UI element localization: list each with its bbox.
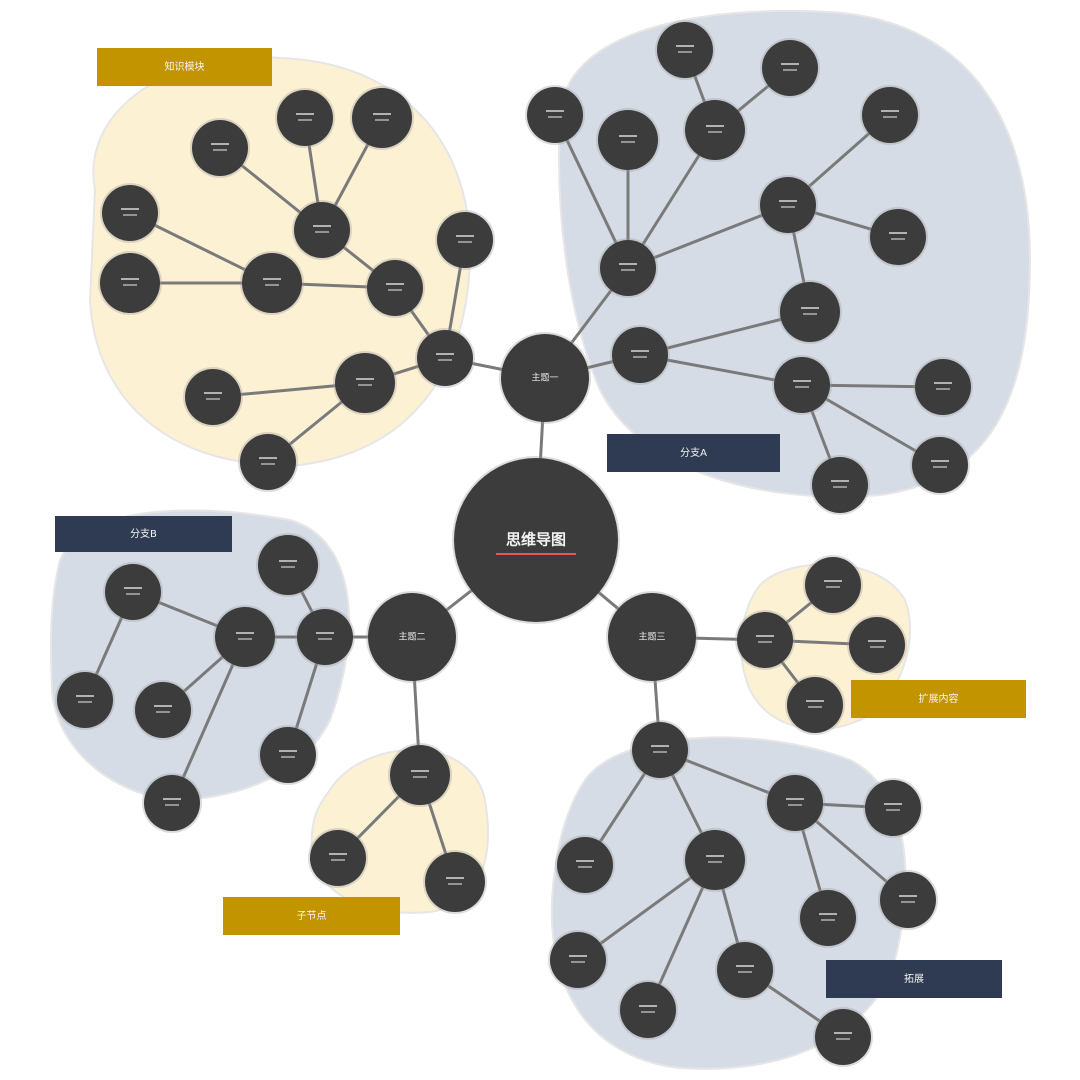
- leaf-node[interactable]: [655, 20, 715, 80]
- hub-node[interactable]: 主题一: [499, 332, 591, 424]
- leaf-node[interactable]: [735, 610, 795, 670]
- leaf-node[interactable]: [878, 870, 938, 930]
- leaf-node[interactable]: [618, 980, 678, 1040]
- hub-node[interactable]: 主题二: [366, 591, 458, 683]
- cluster-tag-label: 知识模块: [165, 60, 205, 73]
- edge-b2-b3: [553, 114, 630, 269]
- leaf-node[interactable]: [772, 355, 832, 415]
- hub-label: 主题二: [398, 631, 425, 643]
- leaf-node[interactable]: [596, 108, 660, 172]
- cluster-tag-label: 分支A: [680, 447, 707, 459]
- leaf-node[interactable]: [142, 773, 202, 833]
- leaf-node[interactable]: [610, 325, 670, 385]
- leaf-node[interactable]: [803, 555, 863, 615]
- leaf-node[interactable]: [765, 773, 825, 833]
- leaf-node[interactable]: [190, 118, 250, 178]
- leaf-node[interactable]: [415, 328, 475, 388]
- leaf-node[interactable]: [350, 86, 414, 150]
- leaf-node[interactable]: [388, 743, 452, 807]
- leaf-node[interactable]: [423, 850, 487, 914]
- cluster-tag-top-left[interactable]: 知识模块: [97, 48, 272, 86]
- leaf-node[interactable]: [548, 930, 608, 990]
- leaf-node[interactable]: [100, 183, 160, 243]
- leaf-node[interactable]: [256, 533, 320, 597]
- root-label: 思维导图: [506, 531, 566, 549]
- hub-node[interactable]: 主题三: [606, 591, 698, 683]
- leaf-node[interactable]: [365, 258, 425, 318]
- leaf-node[interactable]: [760, 38, 820, 98]
- leaf-node[interactable]: [910, 435, 970, 495]
- leaf-node[interactable]: [630, 720, 690, 780]
- root-node[interactable]: 思维导图: [452, 456, 620, 624]
- leaf-node[interactable]: [683, 98, 747, 162]
- leaf-node[interactable]: [863, 778, 923, 838]
- edge-b2-b8: [627, 203, 789, 270]
- leaf-node[interactable]: [275, 88, 335, 148]
- cluster-tag-label: 分支B: [130, 528, 157, 540]
- leaf-node[interactable]: [103, 562, 163, 622]
- cluster-tag-mid-left[interactable]: 分支B: [55, 516, 232, 552]
- leaf-node[interactable]: [308, 828, 368, 888]
- leaf-node[interactable]: [715, 940, 775, 1000]
- leaf-node[interactable]: [240, 251, 304, 315]
- leaf-node[interactable]: [292, 200, 352, 260]
- leaf-node[interactable]: [98, 251, 162, 315]
- leaf-node[interactable]: [785, 675, 845, 735]
- cluster-tag-bottom-right[interactable]: 拓展: [826, 960, 1002, 998]
- leaf-node[interactable]: [758, 175, 818, 235]
- leaf-node[interactable]: [333, 351, 397, 415]
- leaf-node[interactable]: [238, 432, 298, 492]
- leaf-node[interactable]: [860, 85, 920, 145]
- leaf-node[interactable]: [798, 888, 858, 948]
- leaf-node[interactable]: [295, 607, 355, 667]
- cluster-backgrounds: [49, 9, 1032, 1070]
- hub-label: 主题三: [638, 631, 665, 643]
- leaf-node[interactable]: [847, 615, 907, 675]
- leaf-node[interactable]: [435, 210, 495, 270]
- cluster-tag-right-small[interactable]: 扩展内容: [851, 680, 1026, 718]
- leaf-node[interactable]: [813, 1007, 873, 1067]
- leaf-node[interactable]: [183, 367, 243, 427]
- cluster-tag-label: 子节点: [297, 910, 327, 922]
- leaf-node[interactable]: [868, 207, 928, 267]
- leaf-node[interactable]: [55, 670, 115, 730]
- cluster-tag-label: 扩展内容: [919, 692, 959, 705]
- leaf-node[interactable]: [913, 357, 973, 417]
- cluster-top-right-region: [558, 9, 1032, 498]
- cluster-tag-bottom-left[interactable]: 子节点: [223, 897, 400, 935]
- leaf-node[interactable]: [133, 680, 193, 740]
- leaf-node[interactable]: [598, 238, 658, 298]
- hub-label: 主题一: [531, 372, 558, 384]
- edge-c3-c8: [170, 636, 247, 804]
- cluster-tag-label: 拓展: [904, 973, 924, 985]
- leaf-node[interactable]: [683, 828, 747, 892]
- leaf-node[interactable]: [213, 605, 277, 669]
- cluster-tag-top-right[interactable]: 分支A: [607, 434, 780, 472]
- leaf-node[interactable]: [778, 280, 842, 344]
- leaf-node[interactable]: [525, 85, 585, 145]
- leaf-node[interactable]: [555, 835, 615, 895]
- leaf-node[interactable]: [810, 455, 870, 515]
- leaf-node[interactable]: [258, 725, 318, 785]
